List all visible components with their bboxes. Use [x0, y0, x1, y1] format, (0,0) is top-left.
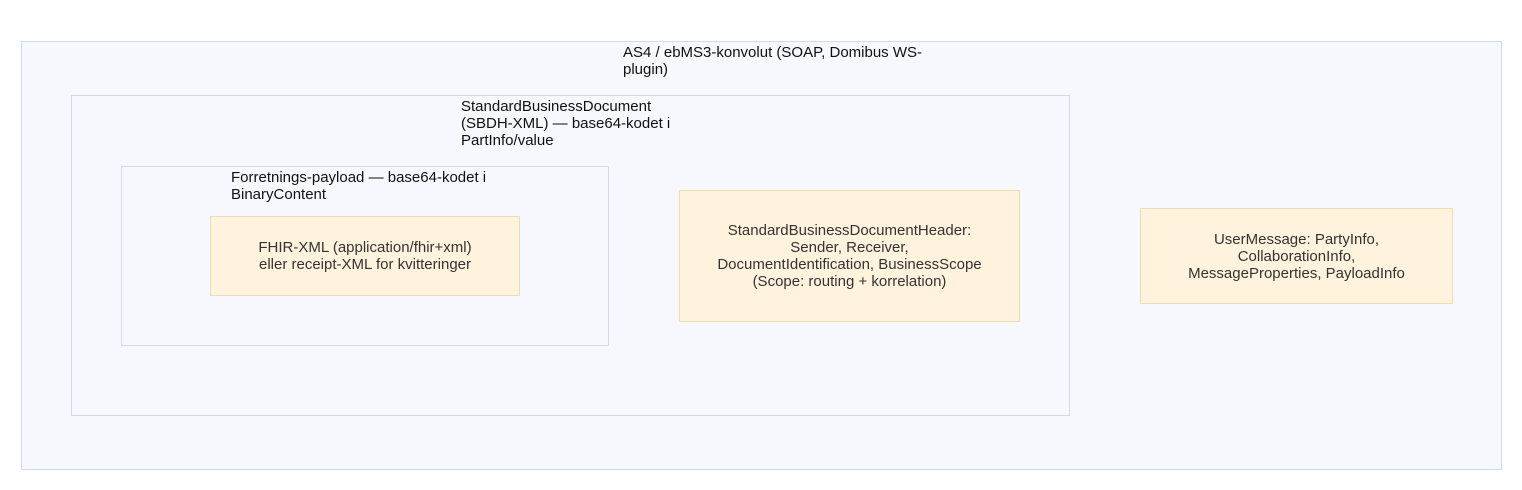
as4-envelope-container: AS4 / ebMS3-konvolut (SOAP, Domibus WS-p… — [21, 41, 1502, 470]
fhir-xml-node-text: FHIR-XML (application/fhir+xml) eller re… — [258, 239, 472, 273]
sbdh-node: StandardBusinessDocumentHeader: Sender, … — [679, 190, 1020, 322]
user-message-node-text: UserMessage: PartyInfo, CollaborationInf… — [1188, 230, 1405, 282]
standard-business-document-label: StandardBusinessDocument (SBDH-XML) — ba… — [461, 98, 671, 149]
sbdh-node-text: StandardBusinessDocumentHeader: Sender, … — [717, 222, 982, 290]
business-payload-label: Forretnings-payload — base64-kodet i Bin… — [231, 169, 487, 203]
standard-business-document-container: StandardBusinessDocument (SBDH-XML) — ba… — [71, 95, 1070, 416]
fhir-xml-node: FHIR-XML (application/fhir+xml) eller re… — [210, 216, 520, 296]
business-payload-container: Forretnings-payload — base64-kodet i Bin… — [121, 166, 609, 346]
user-message-node: UserMessage: PartyInfo, CollaborationInf… — [1140, 208, 1453, 304]
as4-envelope-label: AS4 / ebMS3-konvolut (SOAP, Domibus WS-p… — [623, 44, 923, 78]
